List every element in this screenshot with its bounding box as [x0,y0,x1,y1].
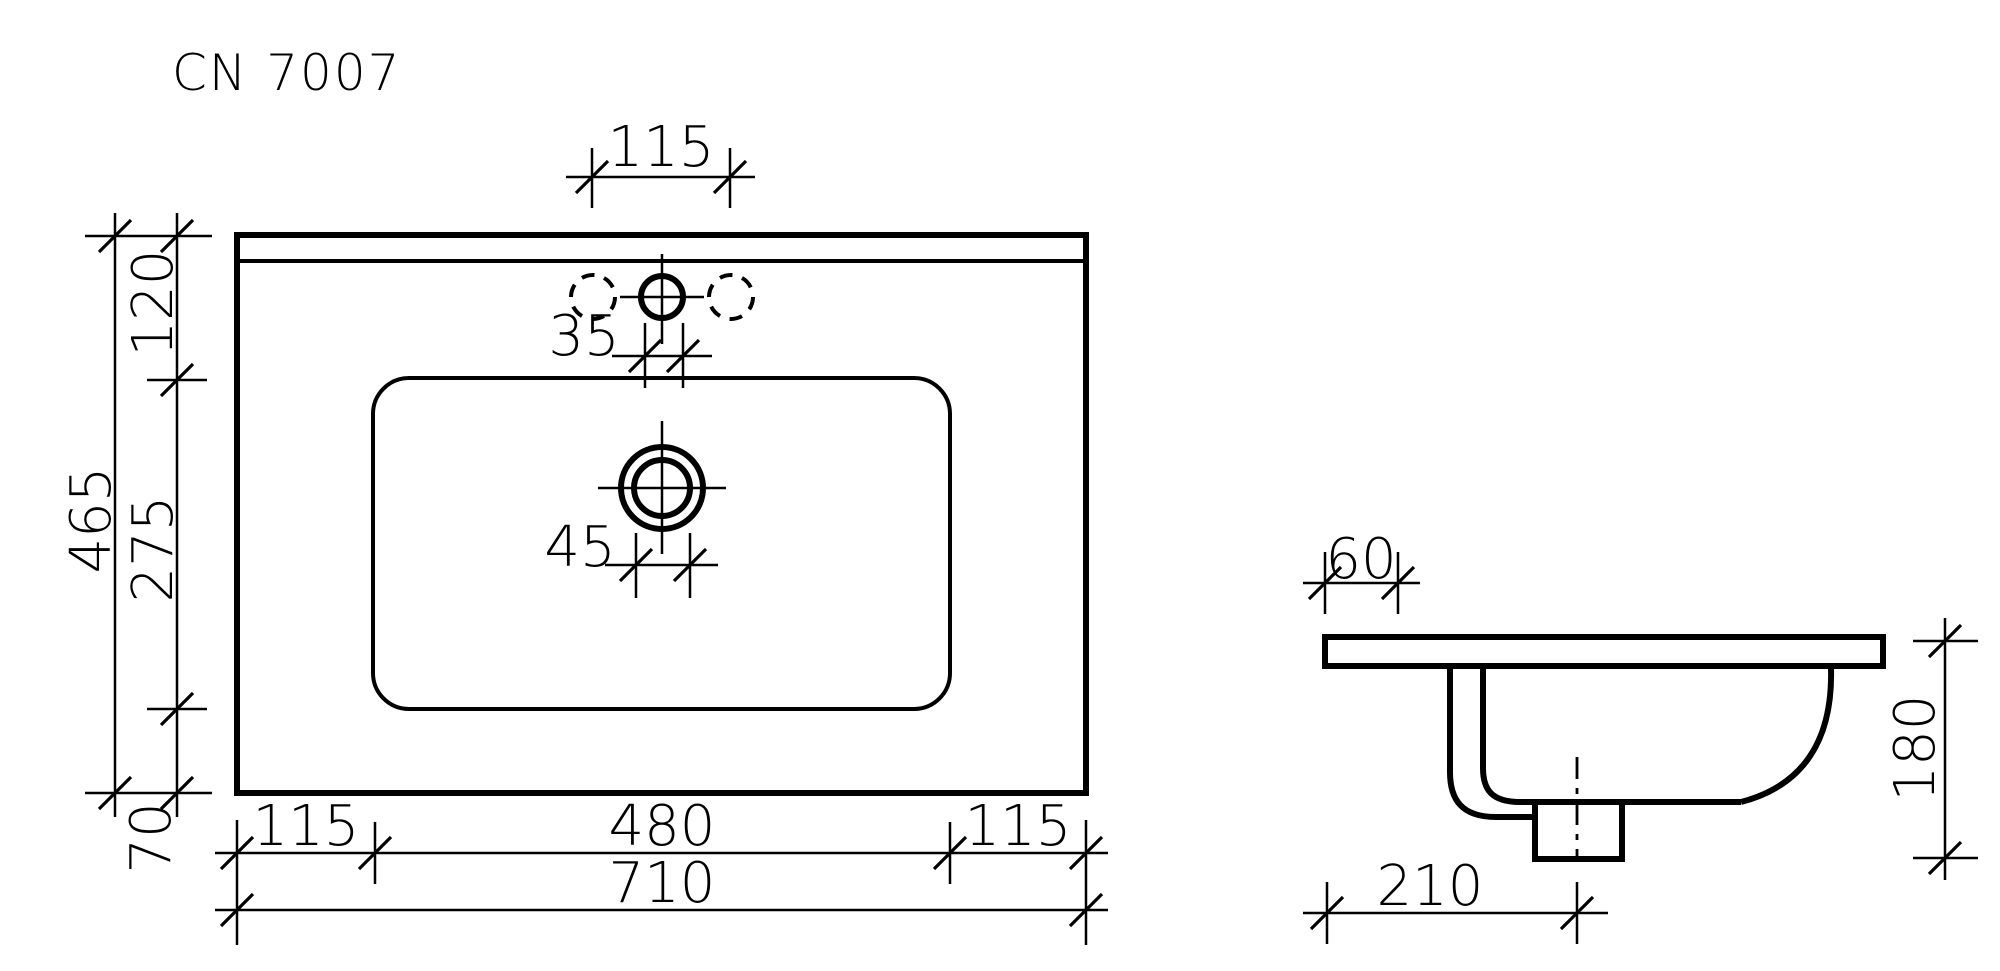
dim-label-drain-hole: 45 [544,515,615,580]
dim-rim-overhang: 60 [1303,527,1420,614]
dim-label-bowl-depth: 275 [121,496,186,603]
dim-label-rim-overhang: 60 [1325,527,1396,592]
rim-section-outline [1322,634,1886,669]
dim-faucet-spacing: 115 [566,115,755,208]
dim-label-bowl-to-front: 70 [119,802,184,873]
dim-label-right-segment: 115 [965,794,1072,859]
bowl-wall-inner-line [1480,668,1535,805]
dim-label-left-segment: 115 [253,794,360,859]
drain-hole [598,421,726,554]
basin-outer-outline [234,232,1089,796]
faucet-hole-optional-left [569,273,617,321]
dim-label-bowl-width: 480 [609,794,716,859]
dim-label-total-depth: 465 [59,467,124,574]
dim-width-segments: 115 480 115 [215,794,1108,945]
faucet-hole-optional-right [707,273,755,321]
tick-marks [574,159,748,195]
dim-faucet-hole-diameter: 35 [548,304,712,388]
drain-outlet-box [1532,799,1625,862]
dim-label-back-to-bowl: 120 [121,250,186,357]
model-number-label: CN 7007 [172,44,401,102]
bowl-wall-outer-line [1447,668,1533,820]
top-view [234,232,1089,796]
dim-drain-offset: 210 [1303,854,1608,944]
drain-inner-circle [631,457,693,519]
drain-outer-circle [618,444,706,532]
tick-marks [219,835,1104,871]
dim-depth: 465 120 275 70 [59,213,212,874]
tick-marks [618,547,708,583]
bowl-inner-outline [371,376,952,711]
bowl-back-curve [1740,667,1835,805]
tick-marks [97,218,195,811]
tick-marks [1309,895,1595,931]
dim-total-height: 180 [1883,618,1978,880]
dim-drain-hole-diameter: 45 [544,515,718,598]
tick-marks [219,892,1104,928]
tick-marks [1307,565,1416,601]
dim-width-total: 710 [215,851,1108,928]
dim-label-faucet-spacing: 115 [608,115,715,180]
faucet-hole-center [638,273,686,321]
side-view [1322,634,1886,862]
tick-marks [1927,623,1963,876]
tick-marks [627,338,701,374]
dim-label-total-height: 180 [1883,695,1948,802]
dim-label-faucet-hole: 35 [548,304,619,369]
dim-label-drain-offset: 210 [1377,854,1484,919]
dim-label-total-width: 710 [609,851,716,916]
faucet-holes [569,254,755,344]
